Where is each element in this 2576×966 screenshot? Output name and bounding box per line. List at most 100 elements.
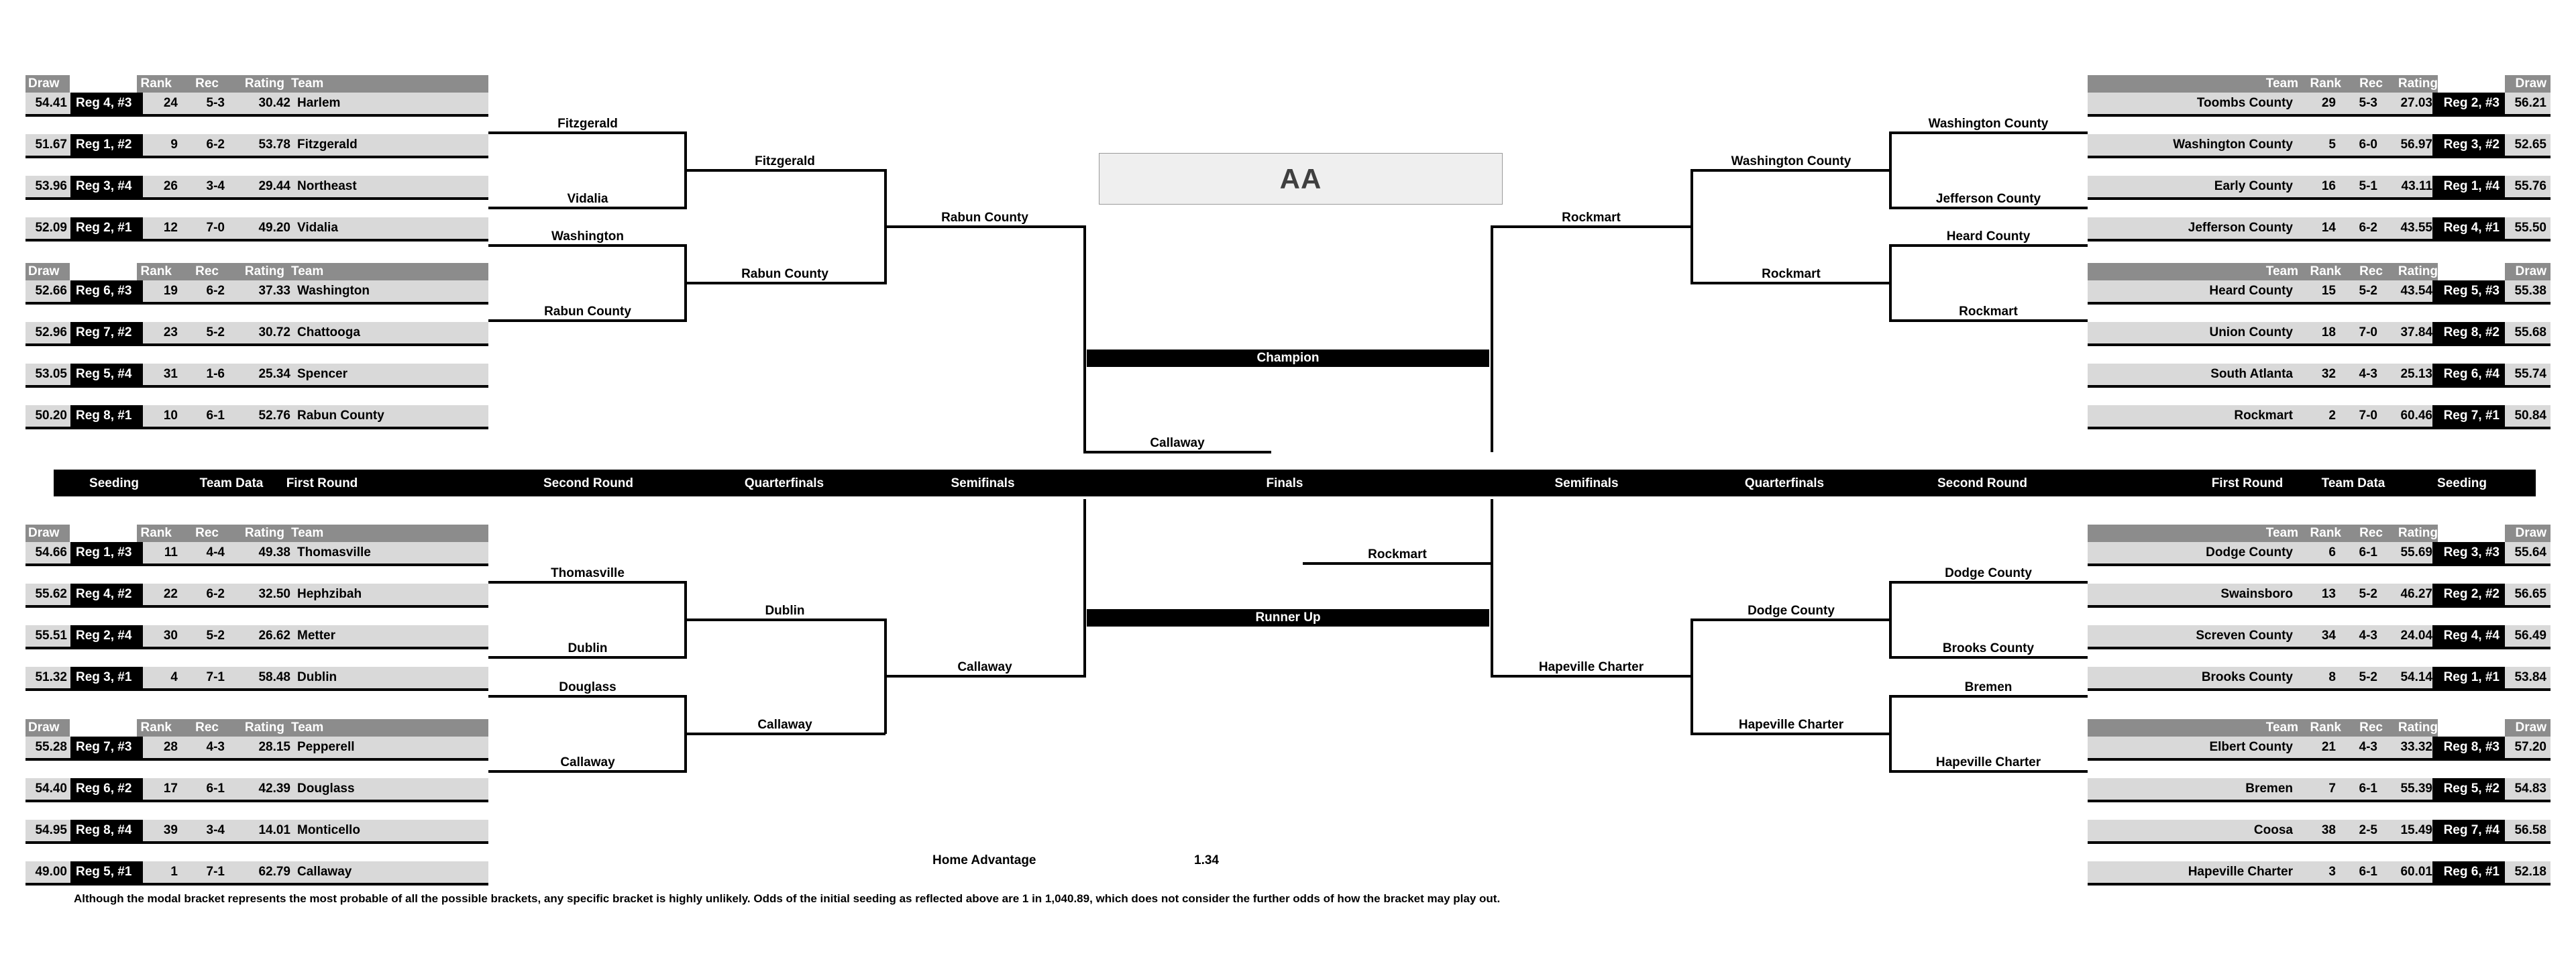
round-label-second-round-left: Second Round (543, 476, 634, 490)
row-gap (25, 305, 488, 322)
header-team: Team (2088, 525, 2306, 542)
cell-rank: 5 (2328, 138, 2336, 152)
cell-rating: 37.84 (2400, 325, 2432, 339)
row-gap (2088, 388, 2551, 405)
table-header-row: Team Rank Rec Rating Draw (2088, 525, 2551, 542)
runner-up-label: Runner Up (1255, 610, 1321, 625)
cell-seed: Reg 7, #4 (2432, 820, 2505, 841)
bracket-slot-r1: Douglass (559, 680, 616, 694)
cell-seed: Reg 7, #1 (2432, 405, 2505, 427)
cell-team: Harlem (297, 96, 341, 110)
header-rec: Rec (172, 75, 219, 93)
cell-team: Rockmart (2234, 409, 2293, 423)
cell-rank: 34 (2321, 629, 2336, 643)
cell-rating: 30.72 (258, 325, 290, 339)
cell-team: Northeast (297, 179, 357, 193)
header-draw: Draw (2505, 525, 2551, 542)
table-header-row: Team Rank Rec Rating Draw (2088, 719, 2551, 737)
round-label-team-data-right: Team Data (2321, 476, 2385, 490)
cell-rank: 1 (170, 865, 178, 879)
cell-draw: 55.74 (2505, 364, 2551, 385)
bracket-slot-r1: Jefferson County (1935, 192, 2041, 206)
header-spacer (2438, 719, 2505, 737)
cell-rec: 4-4 (206, 545, 225, 559)
cell-rank: 31 (163, 367, 178, 381)
bracket-line (1690, 619, 1892, 621)
cell-team: Swainsboro (2220, 587, 2293, 601)
cell-draw: 56.21 (2505, 93, 2551, 114)
cell-draw: 56.65 (2505, 584, 2551, 605)
cell-rank: 7 (2328, 782, 2336, 796)
header-rating: Rating (219, 263, 284, 280)
bracket-line (488, 581, 687, 584)
row-gap (2088, 649, 2551, 667)
cell-draw: 55.68 (2505, 322, 2551, 343)
cell-rank: 16 (2321, 179, 2336, 193)
bracket-slot-r1: Brooks County (1942, 641, 2035, 655)
cell-rating: 55.39 (2400, 782, 2432, 796)
bracket-slot-r1: Thomasville (551, 566, 625, 580)
cell-seed: Reg 2, #3 (2432, 93, 2505, 114)
cell-rec: 6-1 (206, 782, 225, 796)
header-rank: Rank (2306, 263, 2341, 280)
cell-rec: 7-0 (2359, 409, 2377, 423)
cell-rating: 28.15 (258, 740, 290, 754)
bracket-line (1889, 770, 2088, 773)
cell-rating: 15.49 (2400, 823, 2432, 837)
cell-draw: 55.28 (25, 737, 70, 758)
cell-draw: 55.38 (2505, 280, 2551, 302)
cell-rec: 3-4 (206, 823, 225, 837)
header-draw: Draw (25, 263, 70, 280)
cell-rank: 10 (163, 409, 178, 423)
table-header-row: Draw Rank Rec Rating Team (25, 263, 488, 280)
cell-rec: 4-3 (2359, 740, 2377, 754)
bracket-slot-finalist-left: Callaway (1150, 436, 1205, 450)
cell-team: Fitzgerald (297, 138, 358, 152)
cell-rec: 7-0 (206, 221, 225, 235)
cell-seed: Reg 3, #1 (70, 667, 143, 688)
cell-rating: 30.42 (258, 96, 290, 110)
cell-draw: 55.50 (2505, 217, 2551, 239)
cell-rating: 46.27 (2400, 587, 2432, 601)
cell-rec: 6-2 (206, 284, 225, 298)
cell-draw: 54.83 (2505, 778, 2551, 800)
bracket-slot-r2: Callaway (757, 718, 812, 732)
cell-rating: 49.20 (258, 221, 290, 235)
cell-rank: 3 (2328, 865, 2336, 879)
